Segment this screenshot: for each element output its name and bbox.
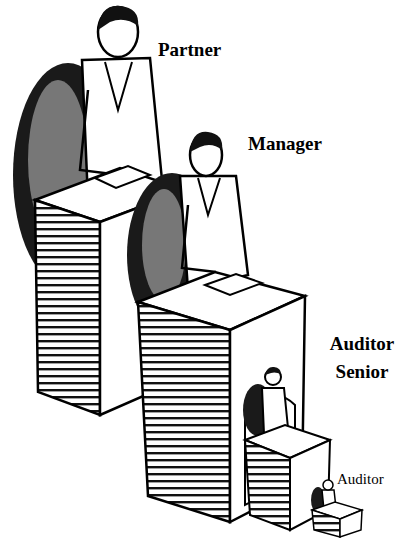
role-label: Partner	[158, 38, 248, 62]
role-label: Manager	[248, 132, 343, 156]
role-label: Auditor Senior	[318, 330, 406, 386]
auditor-figure	[311, 480, 362, 537]
senior-figure	[243, 367, 330, 530]
role-label: Auditor	[337, 470, 409, 488]
